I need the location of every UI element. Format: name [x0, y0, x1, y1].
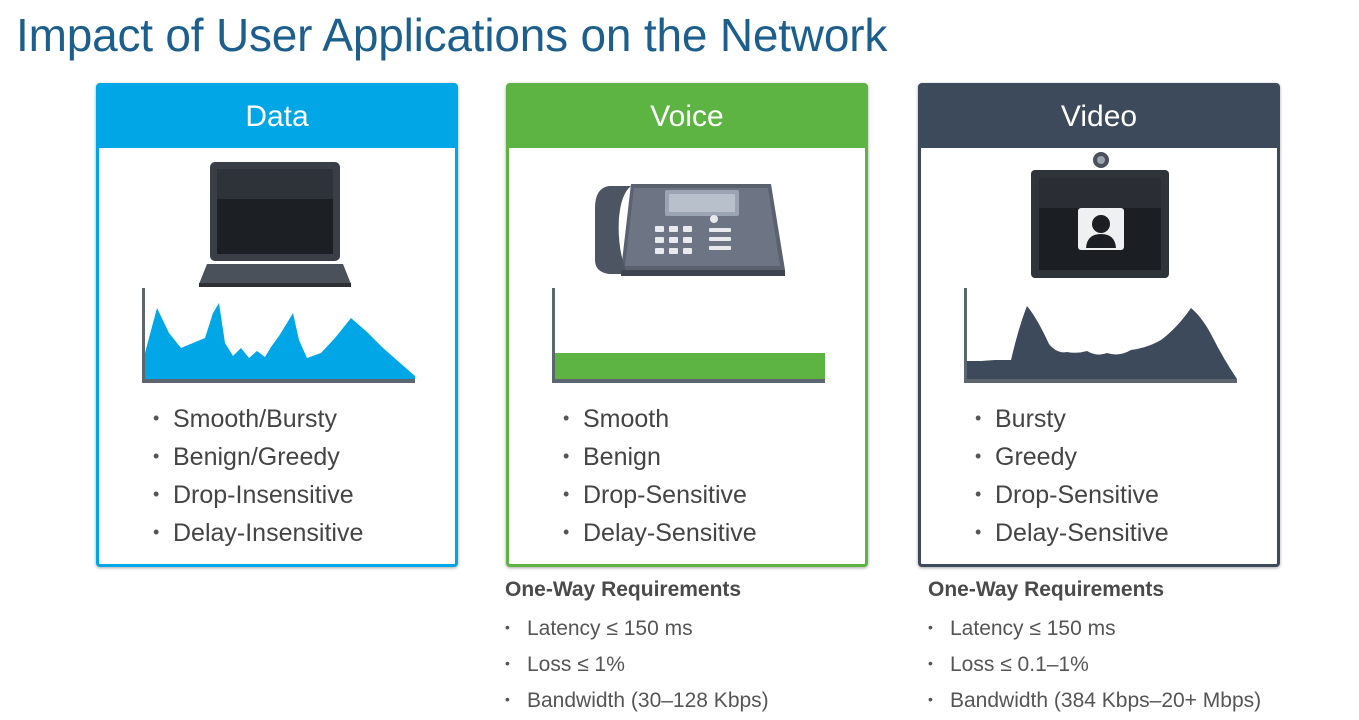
list-item: •Latency ≤ 150 ms	[928, 617, 1116, 640]
list-item: •Delay-Insensitive	[153, 519, 364, 547]
video-requirements-title: One-Way Requirements	[928, 578, 1165, 601]
page-title: Impact of User Applications on the Netwo…	[16, 9, 888, 61]
laptop-icon	[199, 162, 351, 287]
video-endpoint-icon	[1031, 152, 1169, 278]
video-traits-list: •Bursty •Greedy •Drop-Sensitive •Delay-S…	[975, 400, 1169, 552]
list-item: •Benign/Greedy	[153, 443, 340, 471]
voice-requirements-title: One-Way Requirements	[505, 578, 742, 601]
voice-traits-list: •Smooth •Benign •Drop-Sensitive •Delay-S…	[563, 400, 757, 552]
voice-card-body: •Smooth •Benign •Drop-Sensitive •Delay-S…	[509, 148, 865, 564]
data-card-body: •Smooth/Bursty •Benign/Greedy •Drop-Inse…	[99, 148, 455, 564]
list-item: •Loss ≤ 0.1–1%	[928, 653, 1089, 676]
list-item: •Bandwidth (384 Kbps–20+ Mbps)	[928, 689, 1262, 712]
list-item: •Benign	[563, 443, 661, 471]
voice-card-title: Voice	[650, 100, 724, 133]
list-item: •Greedy	[975, 443, 1077, 471]
list-item: •Delay-Sensitive	[975, 519, 1169, 547]
desk-phone-icon	[595, 184, 785, 276]
data-traits-list: •Smooth/Bursty •Benign/Greedy •Drop-Inse…	[153, 400, 363, 552]
voice-traffic-graph	[552, 288, 825, 383]
voice-card: Voice	[506, 83, 868, 567]
video-requirements-list: •Latency ≤ 150 ms •Loss ≤ 0.1–1% •Bandwi…	[928, 610, 1261, 718]
list-item: •Smooth/Bursty	[153, 405, 337, 433]
video-card: Video •Bursty •Greedy •Drop-Sensit	[918, 83, 1280, 567]
list-item: •Drop-Sensitive	[975, 481, 1159, 509]
data-card-header: Data	[99, 86, 455, 148]
list-item: •Smooth	[563, 405, 670, 433]
list-item: •Drop-Sensitive	[563, 481, 747, 509]
data-card: Data •Smooth/Bursty •Benign/Greedy •Drop…	[96, 83, 458, 567]
list-item: •Delay-Sensitive	[563, 519, 757, 547]
list-item: •Bandwidth (30–128 Kbps)	[505, 689, 769, 712]
list-item: •Latency ≤ 150 ms	[505, 617, 693, 640]
list-item: •Drop-Insensitive	[153, 481, 354, 509]
list-item: •Loss ≤ 1%	[505, 653, 625, 676]
video-card-header: Video	[921, 86, 1277, 148]
list-item: •Bursty	[975, 405, 1066, 433]
data-card-title: Data	[245, 100, 309, 133]
voice-requirements-list: •Latency ≤ 150 ms •Loss ≤ 1% •Bandwidth …	[505, 610, 769, 718]
data-traffic-graph	[142, 288, 415, 383]
video-card-body: •Bursty •Greedy •Drop-Sensitive •Delay-S…	[921, 148, 1277, 564]
video-traffic-graph	[964, 288, 1237, 383]
video-requirements: One-Way Requirements •Latency ≤ 150 ms •…	[928, 578, 1261, 718]
voice-card-header: Voice	[509, 86, 865, 148]
video-card-title: Video	[1060, 100, 1138, 133]
voice-requirements: One-Way Requirements •Latency ≤ 150 ms •…	[505, 578, 769, 718]
